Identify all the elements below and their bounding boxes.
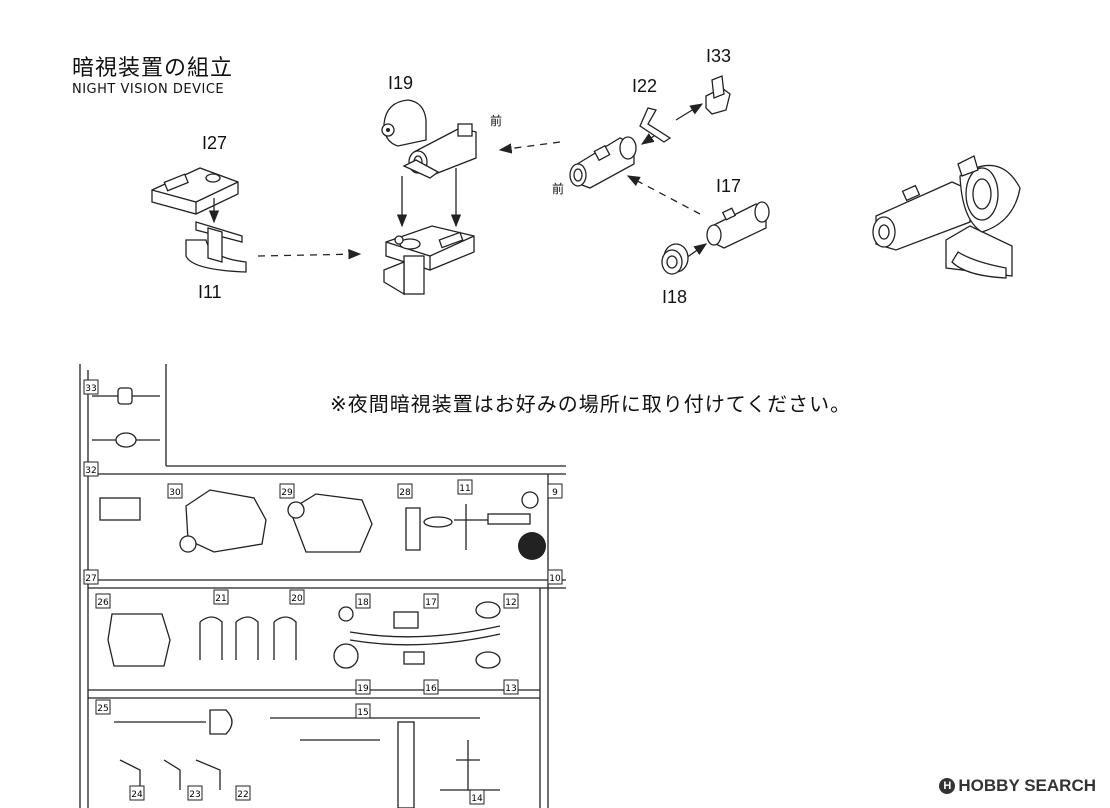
sprue-number: 9 — [552, 488, 558, 498]
sprue-number: 13 — [505, 684, 516, 694]
sprue-number-box — [167, 483, 183, 499]
sprue-number-box — [503, 593, 519, 609]
sprue-number-box — [95, 593, 111, 609]
placement-note: ※夜間暗視装置はお好みの場所に取り付けてください。 — [330, 392, 852, 416]
part-i22-drawing — [569, 131, 661, 189]
completed-device-drawing — [872, 155, 1021, 279]
sprue-number-box — [279, 483, 295, 499]
sprue-number-box — [547, 483, 563, 499]
sprue-number: 26 — [97, 598, 109, 608]
sprue-number-box — [83, 569, 99, 585]
watermark-logo-icon: H — [939, 778, 956, 794]
sprue-number-box — [95, 699, 111, 715]
part-i33-drawing — [639, 75, 731, 143]
sprue-number: 24 — [131, 790, 143, 800]
sprue-number-box — [213, 589, 229, 605]
sprue-number-box — [503, 679, 519, 695]
sprue-number-box — [187, 785, 203, 801]
part-i19-assembly-drawing — [381, 99, 477, 296]
sprue-number: 14 — [471, 794, 483, 804]
sprue-number: 32 — [85, 466, 96, 476]
sprue-number: 16 — [425, 684, 437, 694]
sprue-number: 27 — [85, 574, 96, 584]
sprue-number-box — [83, 461, 99, 477]
part-i11-drawing — [185, 221, 247, 273]
sprue-number-box — [457, 479, 473, 495]
sprue-number: 20 — [291, 594, 303, 604]
part-i27-drawing — [151, 167, 239, 224]
sprue-number-box — [83, 379, 99, 395]
sprue-number-box — [235, 785, 251, 801]
part-label-i17: I17 — [716, 176, 742, 196]
sprue-number: 19 — [357, 684, 369, 694]
section-title-en: NIGHT VISION DEVICE — [72, 82, 225, 97]
part-label-i22: I22 — [632, 76, 658, 96]
sprue-number-box — [355, 679, 371, 695]
sprue-number-box — [397, 483, 413, 499]
sprue-number-box — [423, 593, 439, 609]
sprue-number: 11 — [459, 484, 470, 494]
part-label-i27: I27 — [202, 133, 228, 153]
front-label-1: 前 — [490, 114, 503, 128]
sprue-number: 15 — [357, 708, 368, 718]
sprue-number-box — [355, 593, 371, 609]
sprue-number: 18 — [357, 598, 369, 608]
sprue-number: 17 — [425, 598, 436, 608]
sprue-number: 23 — [189, 790, 200, 800]
sprue-number: 29 — [281, 488, 293, 498]
sprue-number-box — [129, 785, 145, 801]
sprue-number-box — [469, 789, 485, 805]
sprue-number: 28 — [399, 488, 411, 498]
sprue-number: 21 — [215, 594, 226, 604]
sprue-number: 30 — [169, 488, 181, 498]
sprue-number: 25 — [97, 704, 108, 714]
part-label-i11: I11 — [198, 282, 222, 302]
watermark-text: HOBBY SEARCH — [958, 776, 1096, 795]
sprue-number-box — [423, 679, 439, 695]
sprue-number-box — [289, 589, 305, 605]
section-title-jp: 暗視装置の組立 — [72, 56, 234, 81]
sprue-number-box — [547, 569, 563, 585]
sprue-number: 12 — [505, 598, 516, 608]
sprue-number: 22 — [237, 790, 248, 800]
part-label-i18: I18 — [662, 287, 688, 307]
front-label-2: 前 — [552, 182, 565, 196]
part-label-i33: I33 — [706, 46, 732, 66]
sprue-drawing — [79, 364, 566, 808]
sprue-number: 10 — [549, 574, 561, 584]
watermark: H HOBBY SEARCH — [939, 776, 1096, 796]
part-i18-drawing — [661, 243, 689, 275]
part-i17-drawing — [685, 201, 770, 259]
part-label-i19: I19 — [388, 73, 414, 93]
sprue-number-labels: 33 32 30 29 28 11 9 27 26 21 20 18 17 12 10 25 19 16 15 13 1… — [83, 379, 563, 805]
sprue-number: 33 — [85, 384, 96, 394]
sprue-number-box — [355, 703, 371, 719]
